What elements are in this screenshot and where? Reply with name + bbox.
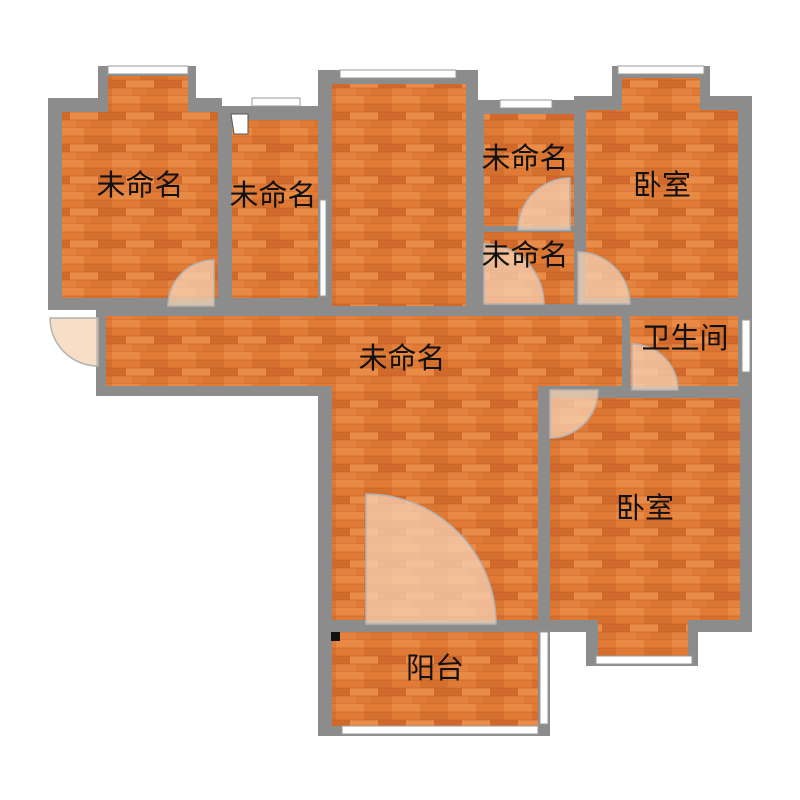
label-bedroom-ne: 卧室 xyxy=(633,168,691,202)
label-balcony: 阳台 xyxy=(406,651,464,685)
door-balcony xyxy=(365,493,497,625)
door-room-n4b xyxy=(483,243,545,305)
door-room-nw xyxy=(167,259,215,307)
label-room-nw: 未命名 xyxy=(96,168,183,202)
column-marker xyxy=(331,632,340,641)
floor-se-bay xyxy=(598,616,688,656)
label-room-n2: 未命名 xyxy=(229,178,316,212)
window-ne-bay xyxy=(617,65,705,75)
label-room-n4: 未命名 xyxy=(481,141,568,175)
door-bathroom xyxy=(631,343,679,391)
window-n2 xyxy=(251,97,301,107)
floors xyxy=(62,76,740,726)
label-bedroom-se: 卧室 xyxy=(616,491,674,525)
window-se-bay xyxy=(595,655,693,665)
floor-bedroom-se xyxy=(550,398,740,620)
window-n4 xyxy=(499,99,553,109)
floor-room-n2 xyxy=(232,120,318,298)
floor-balcony xyxy=(332,632,538,726)
floor-corridor xyxy=(106,316,622,386)
window-nw-bay xyxy=(107,65,189,75)
window-balcony-side xyxy=(539,631,549,725)
door-bedroom-ne xyxy=(577,251,631,305)
label-bathroom: 卫生间 xyxy=(641,321,728,355)
door-bedroom-se xyxy=(549,389,599,439)
window-n2-side xyxy=(319,199,327,297)
floor-central xyxy=(332,84,466,306)
window-central xyxy=(339,69,457,79)
door-entry xyxy=(49,317,99,367)
door-room-n4 xyxy=(517,177,571,231)
doors xyxy=(49,113,679,625)
floor-ne-bay xyxy=(622,78,700,114)
fixture-marker xyxy=(230,113,249,135)
floor-room-nw-bay xyxy=(108,76,188,116)
label-room-n4b: 未命名 xyxy=(481,238,568,272)
windows xyxy=(107,65,751,735)
window-bathroom xyxy=(741,319,751,373)
room-labels: 未命名 未命名 未命名 未命名 卧室 未命名 卫生间 卧室 阳台 xyxy=(96,141,728,685)
window-balcony xyxy=(341,725,539,735)
label-corridor: 未命名 xyxy=(358,341,445,375)
